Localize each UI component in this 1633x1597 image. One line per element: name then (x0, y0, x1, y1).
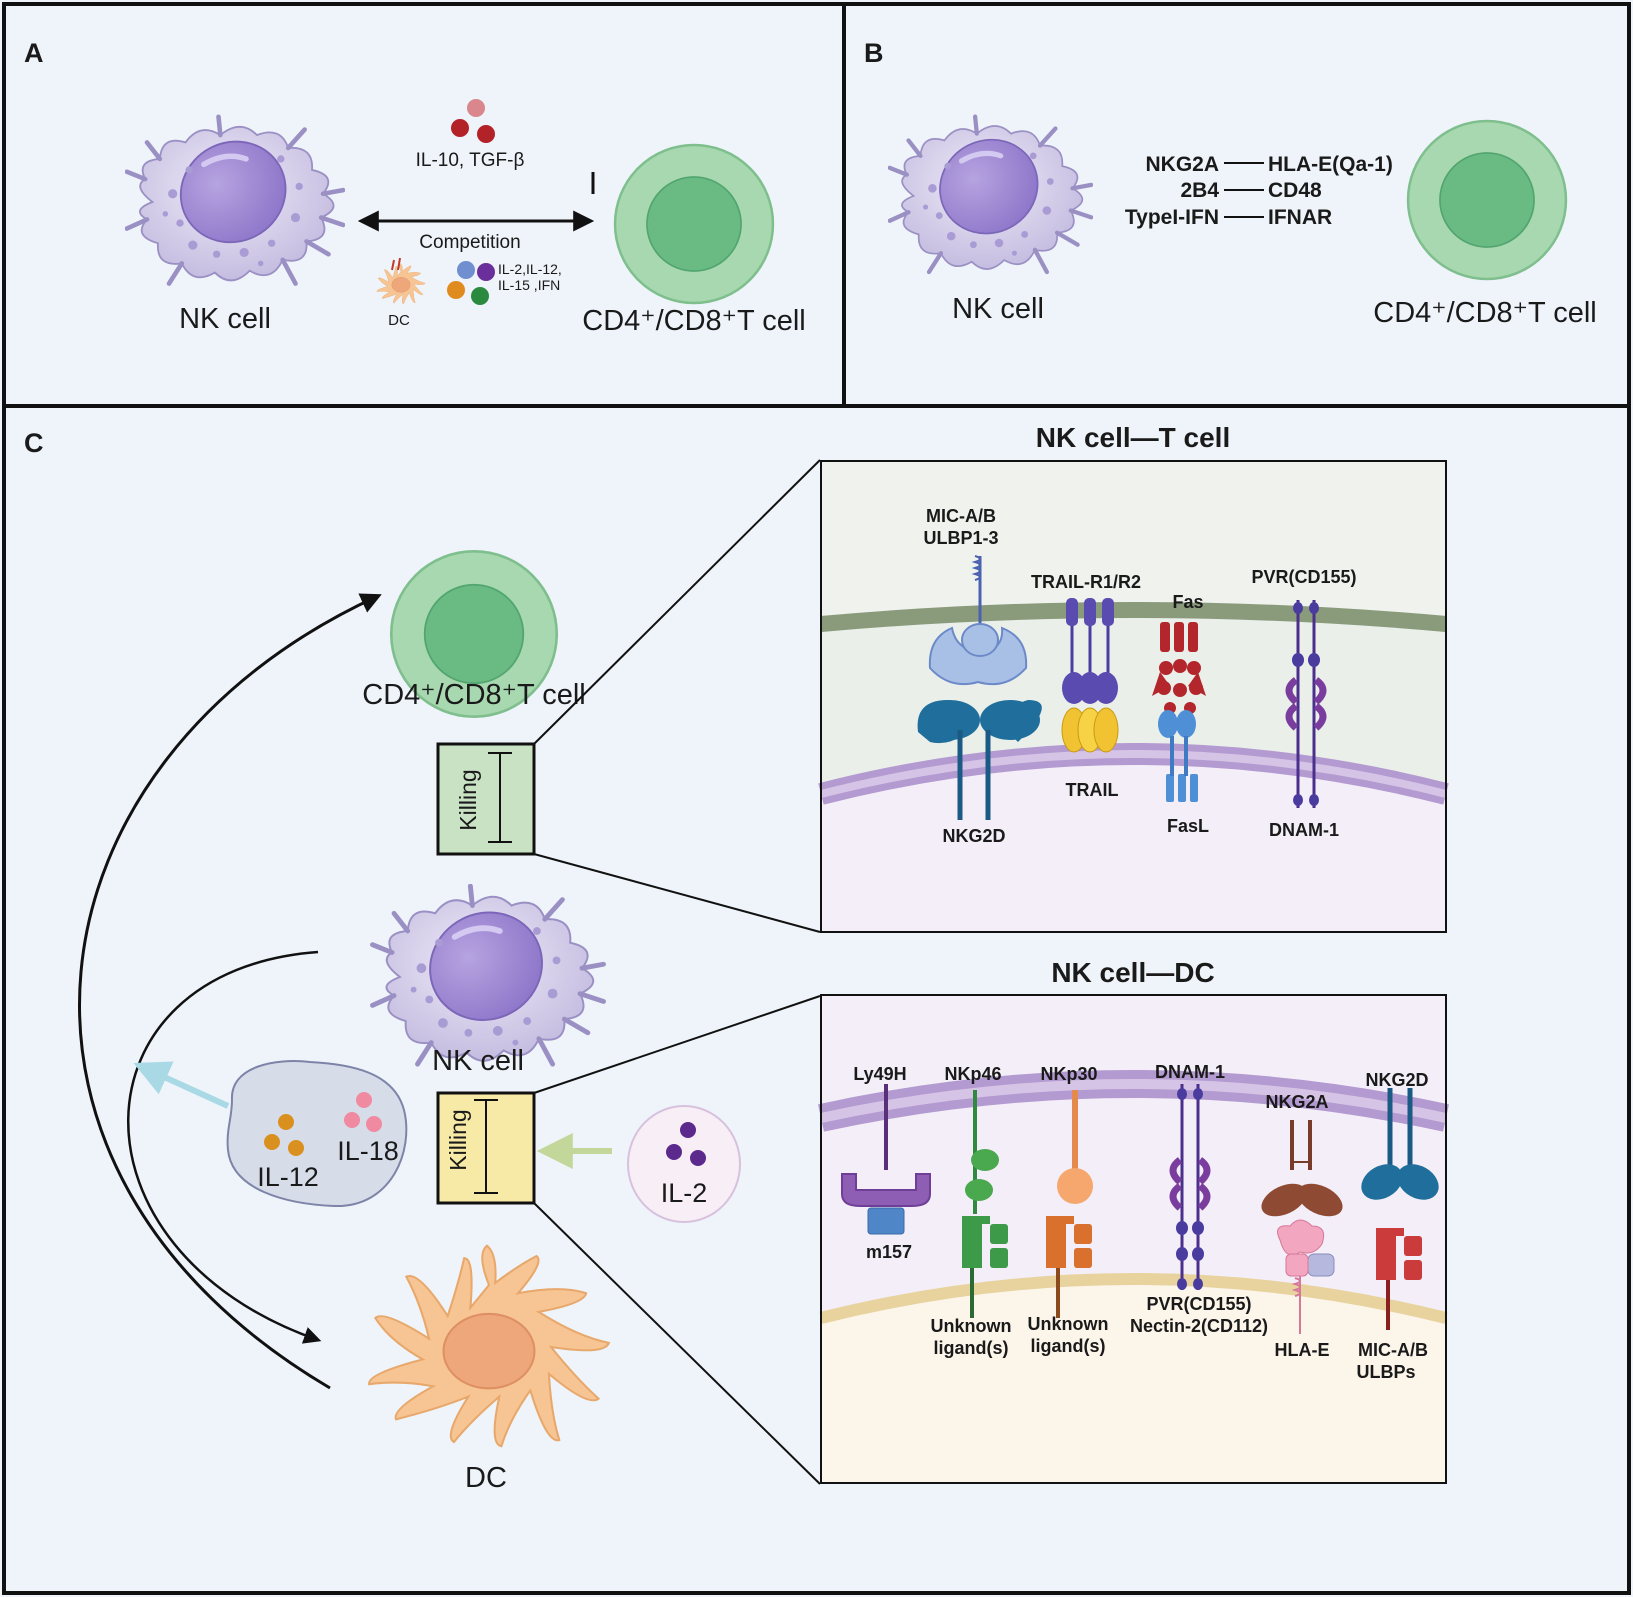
il2-bubble (627, 1105, 741, 1223)
dc-curve-arrow (127, 950, 322, 1344)
inset-dc: Ly49H NKp46 NKp30 DNAM-1 NKG2A NKG2D m15… (818, 994, 1449, 1484)
pair-left-1: 2B4 (1180, 179, 1219, 202)
unknown2-line2: ligand(s) (1031, 1336, 1106, 1356)
mic-line1: MIC-A/B (926, 506, 996, 526)
trail-r-label: TRAIL-R1/R2 (1031, 572, 1141, 592)
m157-label: m157 (866, 1242, 912, 1262)
unknown2-line1: Unknown (1028, 1314, 1109, 1334)
killing-label-dc: Killing (445, 1109, 471, 1170)
zoom-lines-dc (533, 995, 821, 1485)
il18-label: IL-18 (337, 1136, 399, 1166)
nk-label-a: NK cell (179, 303, 271, 335)
fasl-label: FasL (1167, 816, 1209, 836)
ly49h-label: Ly49H (853, 1064, 906, 1084)
inset-t: MIC-A/B ULBP1-3 TRAIL-R1/R2 Fas PVR(CD15… (818, 460, 1449, 933)
cyan-arrow (133, 1061, 230, 1109)
zoom-lines-t (533, 459, 821, 933)
pvr-line1-dc: PVR(CD155) (1146, 1294, 1251, 1314)
nkg2d-label-dc: NKG2D (1365, 1070, 1428, 1090)
il18-dots (344, 1092, 382, 1132)
panel-b-label: B (864, 38, 884, 68)
panel-c-frame (2, 404, 1631, 1595)
competition-cytokine-dots (447, 261, 495, 305)
killing-label-t: Killing (455, 769, 481, 830)
cytokines-line2: IL-15 ,IFN (498, 277, 560, 293)
nk-label-b: NK cell (952, 293, 1044, 325)
dnam1-label-t: DNAM-1 (1269, 820, 1339, 840)
mic-line2-dc: ULBPs (1356, 1362, 1415, 1382)
il2-label: IL-2 (661, 1178, 708, 1208)
t-cell-a (613, 143, 775, 305)
trail-label: TRAIL (1066, 780, 1119, 800)
il2-dots (666, 1122, 706, 1166)
nk-label-c: NK cell (432, 1045, 524, 1077)
nkg2a-label: NKG2A (1265, 1092, 1328, 1112)
inhibit-label-a: IL-10, TGF-β (416, 150, 525, 171)
hlae-label: HLA-E (1275, 1340, 1330, 1360)
pair-right-0: HLA-E(Qa-1) (1268, 153, 1393, 176)
dnam1-label-dc: DNAM-1 (1155, 1062, 1225, 1082)
inset-dc-title: NK cell—DC (1051, 957, 1214, 988)
nkp46-label: NKp46 (944, 1064, 1001, 1084)
pair-left-2: TypeI-IFN (1125, 206, 1219, 229)
panel-a-label: A (24, 38, 44, 68)
killing-box-t (436, 742, 536, 856)
mic-line2: ULBP1-3 (923, 528, 998, 548)
pair-left-0: NKG2A (1145, 153, 1219, 176)
pair-right-1: CD48 (1268, 179, 1322, 202)
unknown1-line1: Unknown (931, 1316, 1012, 1336)
competition-label: Competition (419, 232, 520, 253)
t-label-a: CD4⁺/CD8⁺T cell (582, 305, 805, 337)
t-cell-b (1406, 119, 1568, 281)
t-label-c: CD4⁺/CD8⁺T cell (362, 679, 585, 711)
pair-right-2: IFNAR (1268, 206, 1332, 229)
pvr-label-t: PVR(CD155) (1251, 567, 1356, 587)
big-curve-arrow (78, 593, 382, 1390)
receptor-pairs-b: NKG2A HLA-E(Qa-1) 2B4 CD48 TypeI-IFN IFN… (1125, 153, 1393, 229)
fas-label: Fas (1172, 592, 1203, 612)
nkp30-label: NKp30 (1040, 1064, 1097, 1084)
unknown1-line2: ligand(s) (934, 1338, 1009, 1358)
t-label-b: CD4⁺/CD8⁺T cell (1373, 297, 1596, 329)
pvr-line2-dc: Nectin-2(CD112) (1130, 1316, 1268, 1336)
il12-dots (264, 1114, 304, 1156)
dc-label-a: DC (388, 312, 410, 329)
panel-c-label: C (24, 428, 44, 458)
nkg2d-label-t: NKG2D (942, 826, 1005, 846)
inset-t-title: NK cell—T cell (1036, 422, 1231, 453)
il12-label: IL-12 (257, 1162, 319, 1192)
cytokines-line1: IL-2,IL-12, (498, 261, 562, 277)
cytokine-inhibit-dots (451, 99, 495, 143)
mic-line1-dc: MIC-A/B (1358, 1340, 1428, 1360)
dc-label-c: DC (465, 1462, 507, 1494)
